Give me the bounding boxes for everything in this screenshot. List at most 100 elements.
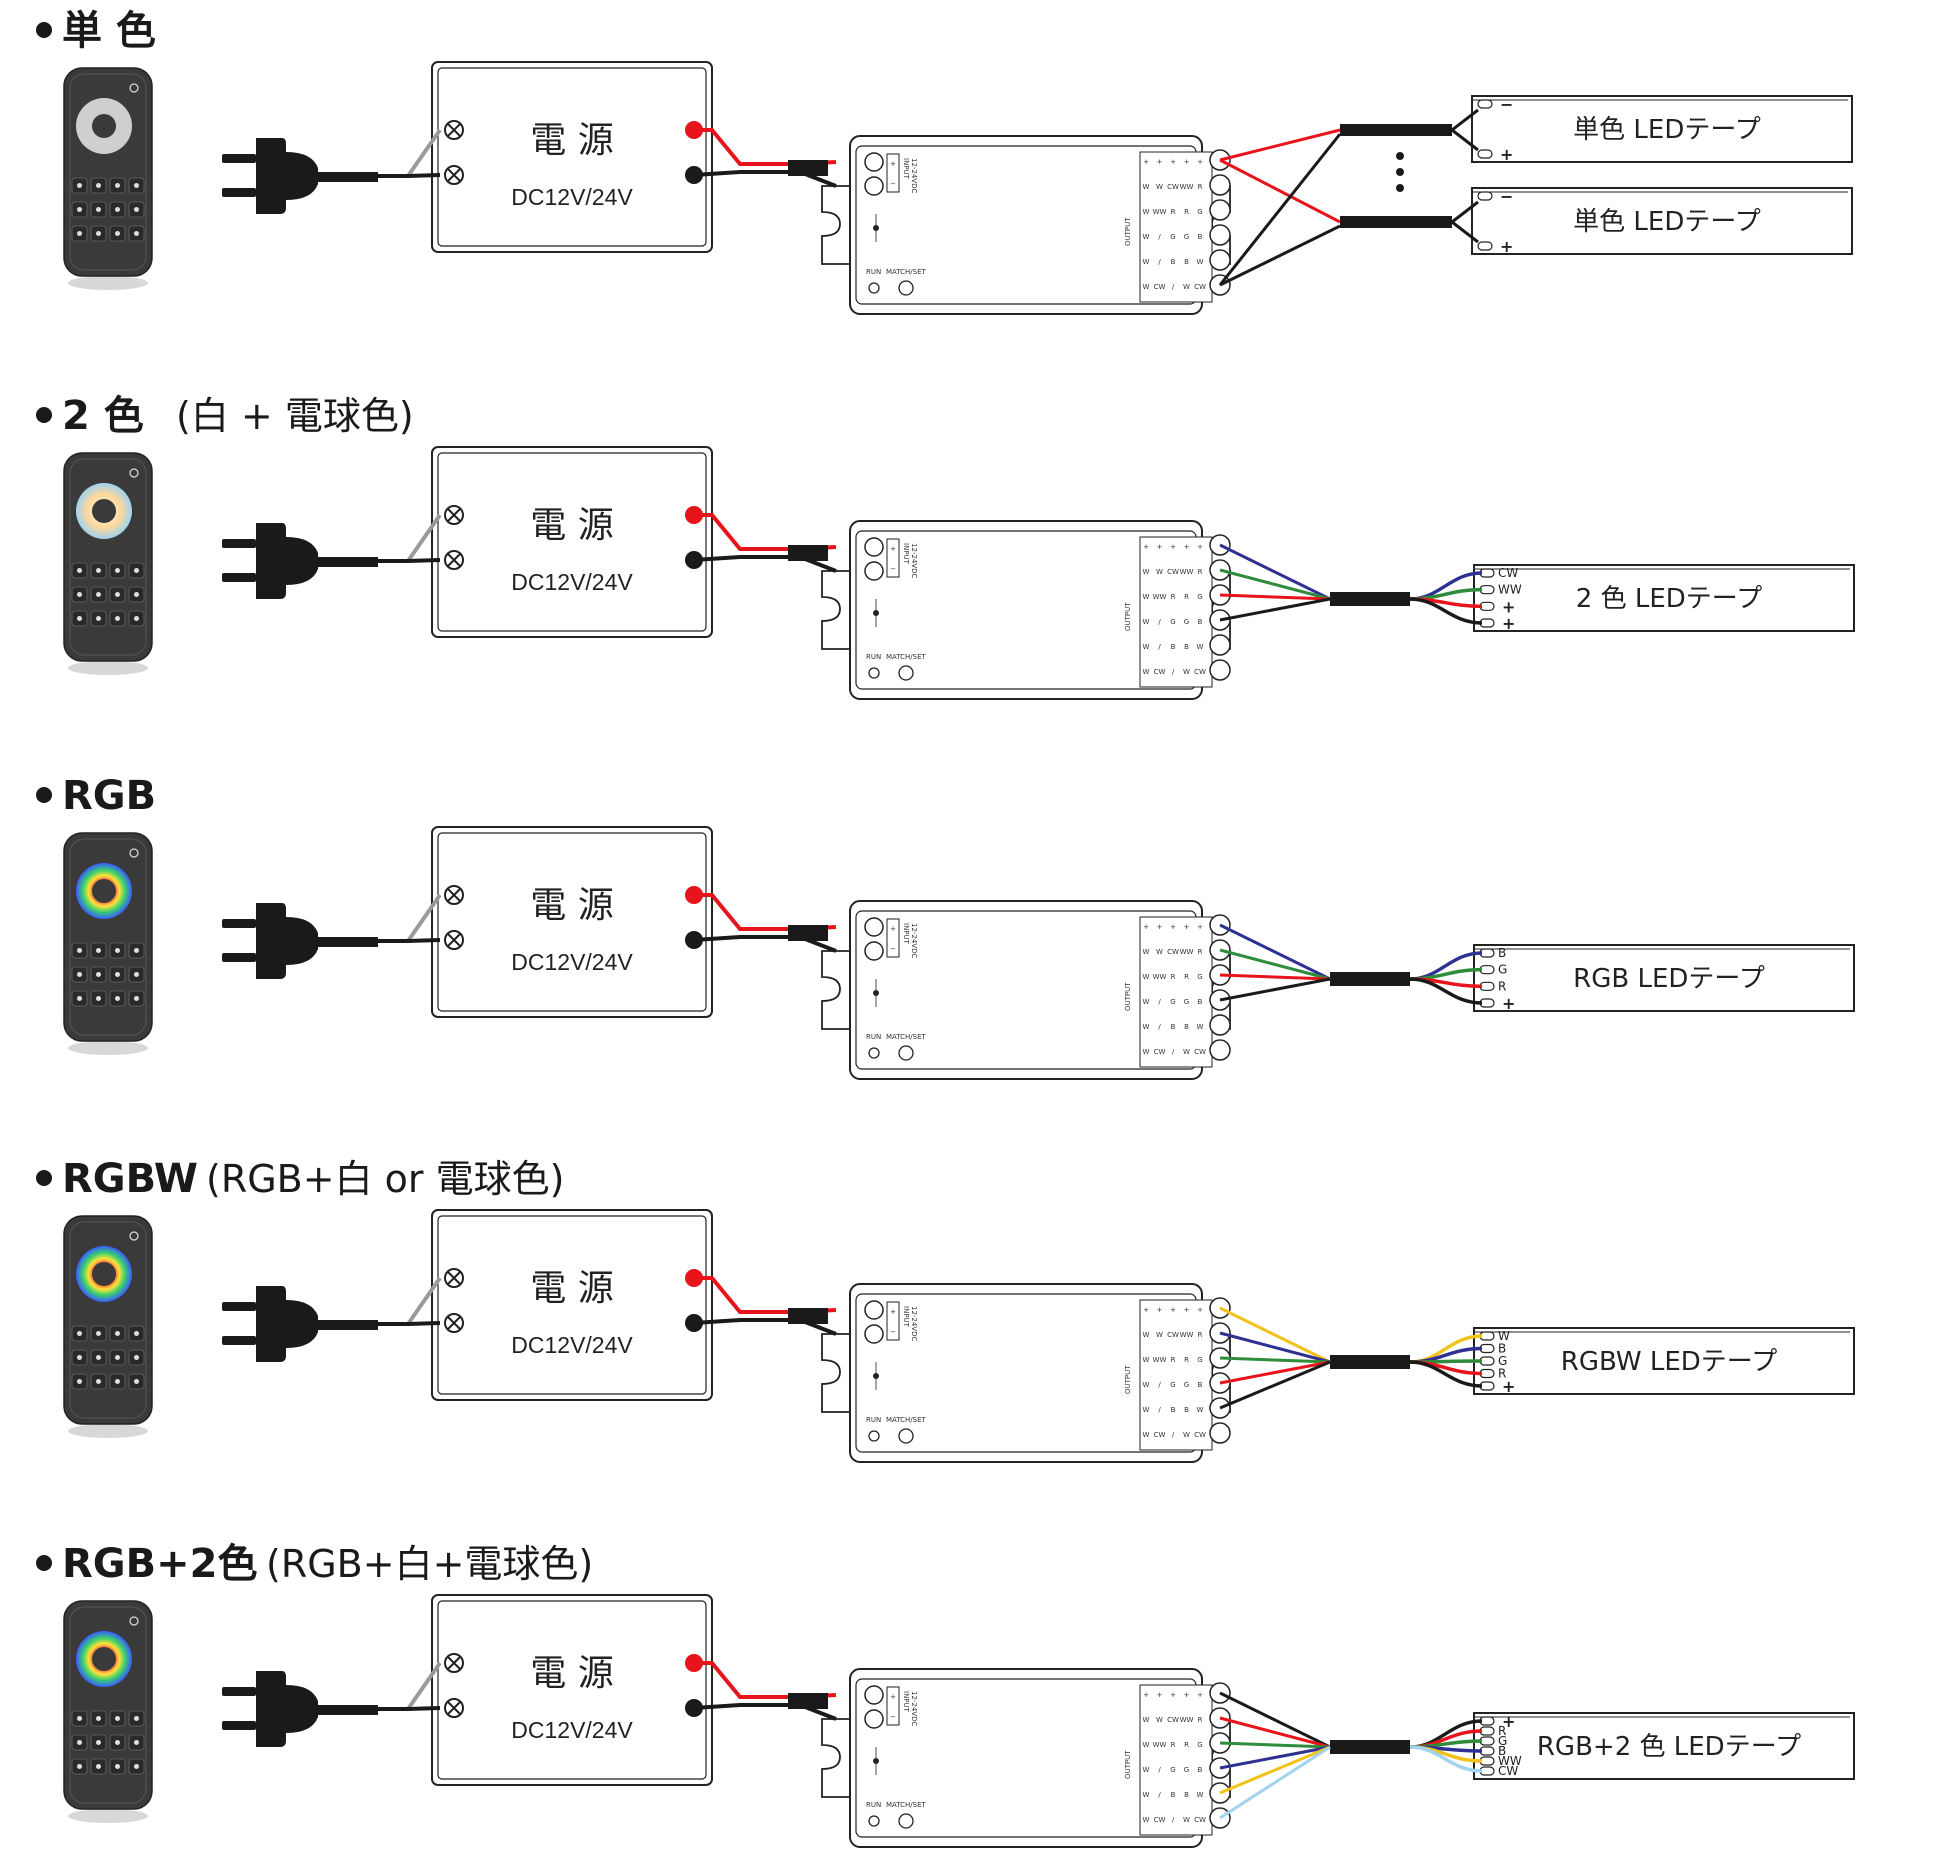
terminal-cell: G xyxy=(1170,233,1175,241)
terminal-cell: WW xyxy=(1153,1741,1167,1749)
psu-voltage: DC12V/24V xyxy=(511,949,633,975)
terminal-cell: WW xyxy=(1180,948,1194,956)
power-icon xyxy=(129,468,139,478)
wire-dc-negative xyxy=(693,555,837,573)
terminal-cell: / xyxy=(1158,643,1161,651)
terminal-cell: CW xyxy=(1154,668,1166,676)
remote-button-icon xyxy=(96,972,101,977)
controller-ear-left xyxy=(821,570,850,650)
terminal-cell: R xyxy=(1171,208,1176,216)
plug-prong-bottom xyxy=(222,573,256,582)
section-bullet xyxy=(36,1170,52,1186)
terminal-cell: R xyxy=(1171,1356,1176,1364)
terminal-cell: G xyxy=(1184,1766,1189,1774)
psu-label: 電 源 xyxy=(530,1268,613,1309)
plug-body xyxy=(256,138,318,214)
terminal-table xyxy=(1139,916,1213,1068)
controller-output-terminal xyxy=(1209,1039,1231,1061)
input-label: INPUT xyxy=(902,923,910,945)
remote-button-icon xyxy=(77,972,82,977)
remote-button-icon xyxy=(134,948,139,953)
wire-ac-neutral xyxy=(378,558,441,563)
controller-ear-left xyxy=(821,950,850,1030)
section-title: RGBW xyxy=(62,1156,198,1202)
strip-pin xyxy=(1479,998,1495,1008)
strip-pin-label: R xyxy=(1498,1367,1506,1381)
terminal-cell: G xyxy=(1197,593,1202,601)
strip-fanout xyxy=(1451,200,1479,244)
terminal-cell: / xyxy=(1158,1791,1161,1799)
section-title: 単 色 xyxy=(62,8,156,54)
terminal-cell: R xyxy=(1171,1741,1176,1749)
terminal-cell: + xyxy=(1184,543,1190,551)
terminal-cell: / xyxy=(1172,1816,1175,1824)
plug-prong-bottom xyxy=(222,188,256,197)
controller-ear-left xyxy=(821,1718,850,1798)
terminal-cell: WW xyxy=(1180,1331,1194,1339)
strip-pin xyxy=(1479,1736,1495,1746)
wire-dc-positive xyxy=(694,893,837,931)
input-minus-sign: − xyxy=(890,1328,896,1336)
psu-terminal-cross xyxy=(447,933,461,947)
input-voltage-label: 12-24VDC xyxy=(910,158,918,194)
terminal-cell: / xyxy=(1172,668,1175,676)
section-title: RGB xyxy=(62,773,156,819)
wire-strip xyxy=(1409,967,1483,981)
terminal-cell: G xyxy=(1170,1381,1175,1389)
plug-cable xyxy=(318,172,378,182)
terminal-cell: + xyxy=(1143,158,1149,166)
power-icon xyxy=(129,1231,139,1241)
terminal-cell: + xyxy=(1157,158,1163,166)
strip-pin xyxy=(1479,965,1495,975)
psu-terminal-cross xyxy=(447,508,461,522)
terminal-cell: W xyxy=(1143,998,1150,1006)
ellipsis-dot xyxy=(1396,184,1404,192)
remote-button-icon xyxy=(77,1740,82,1745)
remote-button-icon xyxy=(77,1355,82,1360)
terminal-cell: W xyxy=(1197,258,1204,266)
remote-button-icon xyxy=(96,1379,101,1384)
terminal-cell: + xyxy=(1170,1691,1176,1699)
strip-sign: + xyxy=(1502,1377,1515,1396)
wire-strip xyxy=(1409,977,1483,1005)
run-label: RUN xyxy=(866,1801,881,1809)
color-wheel-center xyxy=(92,499,116,523)
terminal-cell: W xyxy=(1143,593,1150,601)
strip-sign: + xyxy=(1502,994,1515,1013)
terminal-cell: W xyxy=(1183,1431,1190,1439)
wire-output-black xyxy=(1218,133,1342,287)
psu-inner xyxy=(437,1215,707,1395)
terminal-cell: + xyxy=(1170,923,1176,931)
terminal-cell: W xyxy=(1197,1023,1204,1031)
input-label: INPUT xyxy=(902,543,910,565)
plug-body xyxy=(256,1286,318,1362)
output-label: OUTPUT xyxy=(1124,602,1132,631)
remote-bezel xyxy=(69,1606,147,1804)
terminal-cell: W xyxy=(1143,618,1150,626)
remote-button-icon xyxy=(134,231,139,236)
terminal-cell: + xyxy=(1197,1306,1203,1314)
terminal-cell: CW xyxy=(1167,183,1179,191)
psu-terminal-cross xyxy=(447,123,461,137)
input-minus-sign: − xyxy=(890,180,896,188)
remote-control xyxy=(63,1600,153,1823)
strip-sign: − xyxy=(1500,187,1513,206)
strip-pin xyxy=(1479,1746,1495,1756)
strip-pin xyxy=(1479,1356,1495,1366)
remote-button-icon xyxy=(115,568,120,573)
terminal-cell: CW xyxy=(1194,283,1206,291)
strip-label: 2 色 LEDテープ xyxy=(1576,584,1762,614)
plug-body xyxy=(256,1671,318,1747)
match-set-button xyxy=(898,1428,914,1444)
input-polarity-box xyxy=(886,153,900,193)
terminal-cell: W xyxy=(1156,1331,1163,1339)
terminal-cell: / xyxy=(1172,1431,1175,1439)
strip-pin xyxy=(1479,1381,1495,1391)
power-plug xyxy=(222,1671,378,1747)
strip-pin-label: R xyxy=(1498,979,1506,993)
controller-output-terminal xyxy=(1209,1014,1231,1036)
terminal-cell: + xyxy=(1157,1691,1163,1699)
terminal-cell: W xyxy=(1143,208,1150,216)
